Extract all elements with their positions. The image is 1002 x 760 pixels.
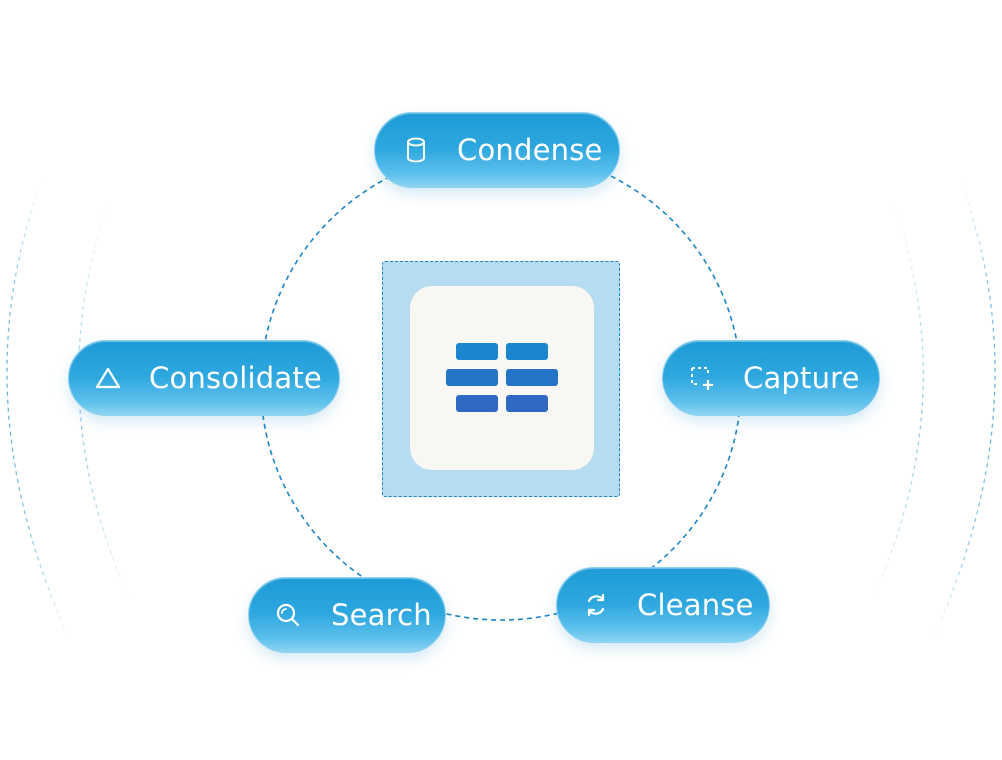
outer-arc-right: [931, 179, 996, 641]
outer-arc-right-inner: [871, 204, 924, 601]
selection-add-icon: [689, 365, 715, 391]
search-label: Search: [331, 598, 432, 632]
condense-label: Condense: [457, 133, 603, 167]
condense-node[interactable]: Condense: [374, 112, 620, 188]
outer-arc-left: [6, 179, 71, 641]
database-icon: [403, 137, 429, 163]
search-icon: [275, 602, 301, 628]
triangle-icon: [95, 365, 121, 391]
search-node[interactable]: Search: [248, 577, 446, 653]
cleanse-node[interactable]: Cleanse: [556, 567, 770, 643]
outer-arc-left-inner: [78, 204, 131, 601]
consolidate-node[interactable]: Consolidate: [68, 340, 340, 416]
capture-label: Capture: [743, 361, 860, 395]
capture-node[interactable]: Capture: [662, 340, 880, 416]
hub-card: [410, 286, 594, 470]
cleanse-label: Cleanse: [637, 588, 754, 622]
consolidate-label: Consolidate: [149, 361, 322, 395]
hub-frame: [382, 261, 620, 497]
table-grid-icon: [446, 343, 558, 412]
refresh-icon: [583, 592, 609, 618]
